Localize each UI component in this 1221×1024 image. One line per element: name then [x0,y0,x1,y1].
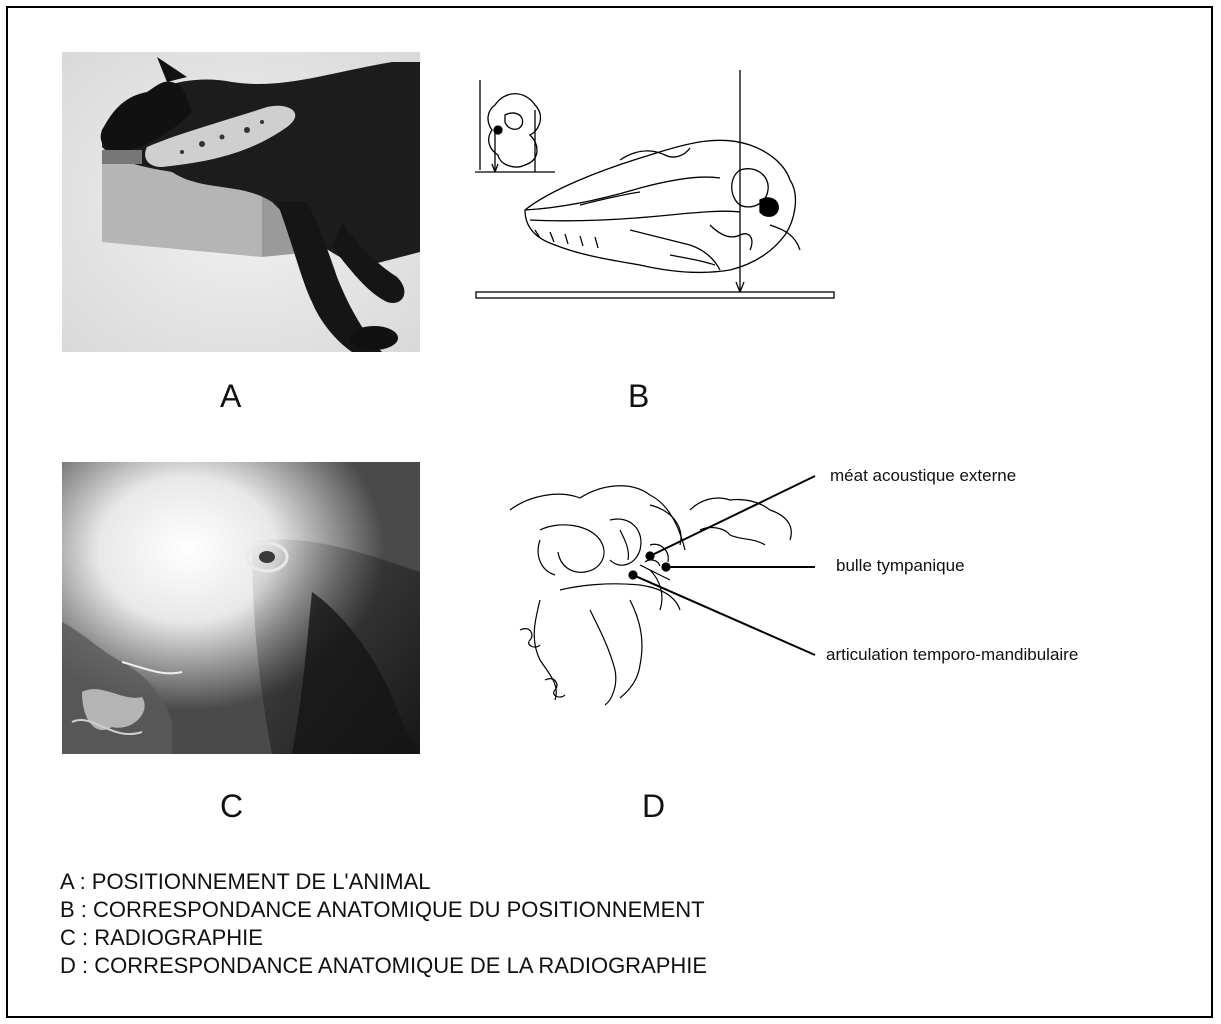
legend-line-c: C : RADIOGRAPHIE [60,924,707,952]
legend-line-b: B : CORRESPONDANCE ANATOMIQUE DU POSITIO… [60,896,707,924]
label-meat-acoustique: méat acoustique externe [830,466,1016,486]
label-articulation: articulation temporo-mandibulaire [826,645,1078,665]
legend-line-a: A : POSITIONNEMENT DE L'ANIMAL [60,868,707,896]
panel-d-letter: D [642,788,665,825]
legend-line-d: D : CORRESPONDANCE ANATOMIQUE DE LA RADI… [60,952,707,980]
figure-legend: A : POSITIONNEMENT DE L'ANIMAL B : CORRE… [60,868,707,980]
label-bulle-tympanique: bulle tympanique [836,556,965,576]
